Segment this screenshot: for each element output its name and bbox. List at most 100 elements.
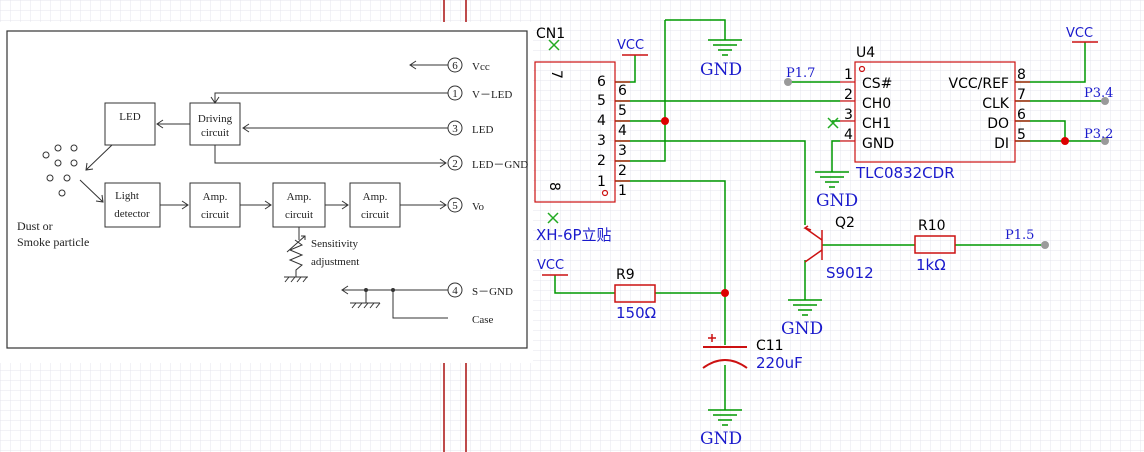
block-diagram: LED Driving circuit Light detector Amp. … xyxy=(0,22,533,363)
led-line xyxy=(242,123,448,133)
cn1-pad-number: 5 xyxy=(618,103,627,119)
vcc-label: VCC xyxy=(617,38,644,53)
ground-symbols xyxy=(708,39,849,426)
pin-number: 2 xyxy=(452,158,458,170)
pin-number: 5 xyxy=(452,200,458,212)
u4-pin-number: 5 xyxy=(1017,127,1026,143)
u4-pin-name: VCC/REF xyxy=(949,76,1009,92)
power-symbols xyxy=(542,41,1098,276)
cn1-inner-pin: 3 xyxy=(597,133,606,149)
dust-label: Smoke particle xyxy=(17,235,89,249)
net-label-p34: P3.4 xyxy=(1084,86,1113,101)
amp-label: Amp. xyxy=(363,191,388,203)
q2-transistor xyxy=(803,225,823,263)
pot-ground xyxy=(284,276,308,283)
pin-label-s-gnd: S－GND xyxy=(472,286,513,298)
amp2-to-amp3 xyxy=(325,200,349,210)
cn1-pad-number: 6 xyxy=(618,83,627,99)
amp1-to-amp2 xyxy=(240,200,272,210)
gnd-tap xyxy=(350,290,380,304)
u4-pin-number: 6 xyxy=(1017,107,1026,123)
pin-markers xyxy=(447,57,463,298)
vcc-arrow xyxy=(409,60,448,70)
cn1-pad-number: 4 xyxy=(618,123,627,139)
circuit-label: circuit xyxy=(201,209,229,221)
u4-pin-number: 8 xyxy=(1017,67,1026,83)
u4-pin-number: 4 xyxy=(844,127,853,143)
junction-dot xyxy=(661,117,669,125)
scatter-arrow xyxy=(79,179,104,203)
cn1-inner-pin: 4 xyxy=(597,113,606,129)
r9-resistor xyxy=(614,284,656,303)
wire-junctions xyxy=(661,117,1069,297)
r10-value: 1kΩ xyxy=(916,256,946,274)
junction-dot xyxy=(1061,137,1069,145)
u4-pin-number: 7 xyxy=(1017,87,1026,103)
case-line xyxy=(392,290,448,319)
cn1-pad-number: 3 xyxy=(618,143,627,159)
pin-label-vcc: Vcc xyxy=(472,61,490,73)
driving-to-led xyxy=(156,119,190,129)
junction-dot xyxy=(721,289,729,297)
vcc-label: VCC xyxy=(537,258,564,273)
pin-number: 6 xyxy=(452,60,458,72)
vo-line xyxy=(400,200,447,210)
no-connect-markers xyxy=(547,39,839,224)
u4-pin-name: CS# xyxy=(862,76,892,92)
u4-pin-name: CH1 xyxy=(862,116,891,132)
u4-chip xyxy=(840,61,1030,163)
q2-part: S9012 xyxy=(826,264,874,282)
pin-label-led-gnd: LED－GND xyxy=(472,159,528,171)
gnd-label: GND xyxy=(700,429,742,449)
schematic-wires xyxy=(554,19,1105,410)
circuit-label: circuit xyxy=(361,209,389,221)
gnd-label: GND xyxy=(781,319,823,339)
u4-pin-name: DO xyxy=(987,116,1009,132)
r9-reference: R9 xyxy=(616,267,635,283)
vcc-label: VCC xyxy=(1066,26,1093,41)
net-label-p32: P3.2 xyxy=(1084,127,1113,142)
net-label-p15: P1.5 xyxy=(1005,228,1034,243)
sensitivity-label: adjustment xyxy=(311,256,359,268)
case-label: Case xyxy=(472,314,494,326)
u4-pin-name: DI xyxy=(994,136,1009,152)
u4-pin-name: CH0 xyxy=(862,96,891,112)
driving-circuit-label: circuit xyxy=(201,127,229,139)
gnd-hatch xyxy=(351,302,381,309)
cn1-pad-number: 1 xyxy=(618,183,627,199)
circuit-label: circuit xyxy=(285,209,313,221)
pin-number: 1 xyxy=(452,88,458,100)
cn1-reference: CN1 xyxy=(536,26,565,42)
light-detector-label: Light xyxy=(115,190,139,202)
block-diagram-background xyxy=(0,22,533,363)
cn1-connector xyxy=(534,61,630,203)
led-block xyxy=(104,102,156,146)
cn1-pin-bottom-number: 8 xyxy=(546,182,562,191)
potentiometer xyxy=(286,235,306,277)
amp-label: Amp. xyxy=(287,191,312,203)
r10-reference: R10 xyxy=(918,218,946,234)
led-gnd-line xyxy=(214,145,447,168)
v-led-line xyxy=(210,92,448,104)
net-ports xyxy=(784,78,1109,249)
u4-pin-number: 1 xyxy=(844,67,853,83)
cn1-part: XH-6P立贴 xyxy=(536,226,612,244)
u4-reference: U4 xyxy=(856,45,875,61)
c11-capacitor xyxy=(702,334,748,369)
cn1-inner-pin: 5 xyxy=(597,93,606,109)
u4-pin-name: GND xyxy=(862,136,894,152)
c11-value: 220uF xyxy=(756,354,803,372)
pin-number: 3 xyxy=(452,123,458,135)
r10-resistor xyxy=(914,235,956,254)
led-emission-arrow xyxy=(85,144,113,171)
q2-reference: Q2 xyxy=(835,215,855,231)
cn1-inner-pin: 1 xyxy=(597,174,606,190)
u4-pin-name: CLK xyxy=(982,96,1010,112)
net-label-p17: P1.7 xyxy=(786,66,815,81)
particles xyxy=(42,144,78,197)
detector-to-amp1 xyxy=(160,200,189,210)
cn1-pin-top-number: 7 xyxy=(548,70,564,79)
case-junction xyxy=(391,288,395,292)
gnd-label: GND xyxy=(700,60,742,80)
